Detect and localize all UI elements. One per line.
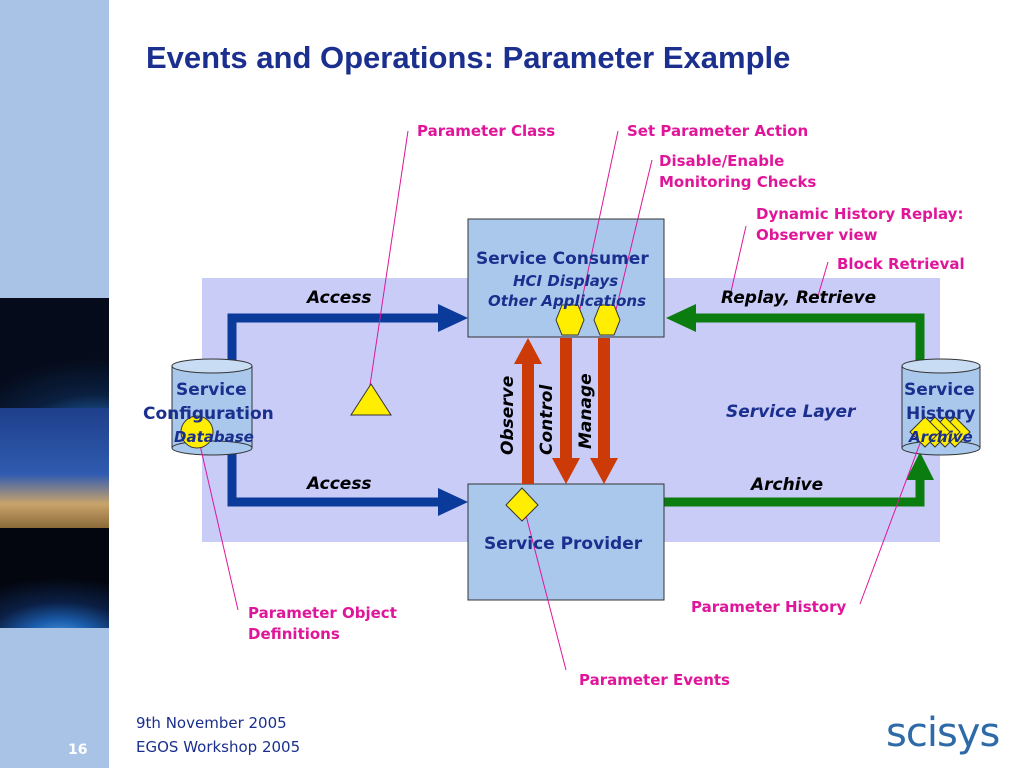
callout-disable-enable-1: Disable/Enable bbox=[659, 152, 785, 170]
leader-disable-enable bbox=[613, 159, 653, 319]
leader-set-parameter-action bbox=[577, 130, 619, 319]
access-arrowhead-top bbox=[438, 304, 468, 332]
callout-disable-enable-2: Monitoring Checks bbox=[659, 173, 817, 191]
access-path-bottom bbox=[227, 452, 440, 507]
leader-parameter-history bbox=[859, 429, 926, 605]
callout-set-parameter-action: Set Parameter Action bbox=[627, 122, 809, 140]
manage-label: Manage bbox=[576, 373, 596, 449]
replay-label: Replay, Retrieve bbox=[721, 288, 877, 308]
control-arrow-shaft bbox=[560, 338, 572, 460]
parameter-event-diamond bbox=[505, 487, 539, 522]
service-consumer-sub2: Other Applications bbox=[488, 292, 646, 310]
parameter-object-circle bbox=[180, 415, 214, 449]
earth-orbit-photo bbox=[0, 298, 109, 408]
observe-label: Observe bbox=[498, 375, 518, 455]
service-provider-title: Service Provider bbox=[484, 534, 643, 554]
history-line1: Service bbox=[904, 380, 975, 400]
replay-path bbox=[694, 313, 925, 368]
config-line2: Configuration bbox=[143, 404, 274, 424]
callout-block-retrieval: Block Retrieval bbox=[837, 255, 965, 273]
callout-parameter-events: Parameter Events bbox=[579, 671, 730, 689]
parameter-class-triangle bbox=[350, 383, 392, 416]
control-arrowhead bbox=[552, 458, 580, 484]
observe-arrow-shaft bbox=[522, 362, 534, 484]
antenna-dish-photo bbox=[0, 408, 109, 528]
parameter-history-diamonds bbox=[909, 416, 971, 448]
service-consumer-sub1: HCI Displays bbox=[513, 272, 619, 290]
access-bottom-label: Access bbox=[307, 474, 372, 494]
footer-event: EGOS Workshop 2005 bbox=[136, 738, 301, 756]
config-line3: Database bbox=[174, 428, 254, 446]
manage-arrowhead bbox=[590, 458, 618, 484]
satellite-photo bbox=[0, 528, 109, 628]
callout-dynamic-history-1: Dynamic History Replay: bbox=[756, 205, 964, 223]
history-line2: History bbox=[906, 404, 976, 424]
monitoring-hexagon bbox=[593, 304, 621, 336]
service-layer-label: Service Layer bbox=[726, 402, 856, 422]
leader-parameter-class bbox=[365, 130, 409, 413]
set-action-hexagon bbox=[555, 304, 585, 336]
control-label: Control bbox=[537, 384, 557, 455]
scisys-logo: scisys bbox=[886, 710, 1000, 756]
config-line1: Service bbox=[176, 380, 247, 400]
observe-arrowhead bbox=[514, 338, 542, 364]
access-path-top bbox=[227, 313, 440, 368]
manage-arrow-shaft bbox=[598, 338, 610, 460]
service-consumer-title: Service Consumer bbox=[476, 249, 649, 269]
leader-param-object-defs bbox=[196, 431, 239, 611]
replay-arrowhead bbox=[666, 304, 696, 332]
callout-param-object-defs-1: Parameter Object bbox=[248, 604, 397, 622]
slide-title: Events and Operations: Parameter Example bbox=[146, 40, 791, 75]
history-line3: Archive bbox=[909, 428, 973, 446]
callout-parameter-history: Parameter History bbox=[691, 598, 847, 616]
callout-param-object-defs-2: Definitions bbox=[248, 625, 340, 643]
page-number: 16 bbox=[68, 742, 88, 758]
archive-path bbox=[664, 478, 925, 507]
service-provider-box bbox=[467, 483, 665, 601]
access-arrowhead-bottom bbox=[438, 488, 468, 516]
leader-block-retrieval bbox=[817, 261, 829, 297]
leader-parameter-events bbox=[521, 499, 567, 671]
archive-arrowhead bbox=[906, 452, 934, 480]
access-top-label: Access bbox=[307, 288, 372, 308]
archive-label: Archive bbox=[751, 475, 824, 495]
footer-date: 9th November 2005 bbox=[136, 714, 287, 732]
leader-dynamic-history bbox=[729, 225, 747, 297]
callout-parameter-class: Parameter Class bbox=[417, 122, 556, 140]
callout-dynamic-history-2: Observer view bbox=[756, 226, 878, 244]
